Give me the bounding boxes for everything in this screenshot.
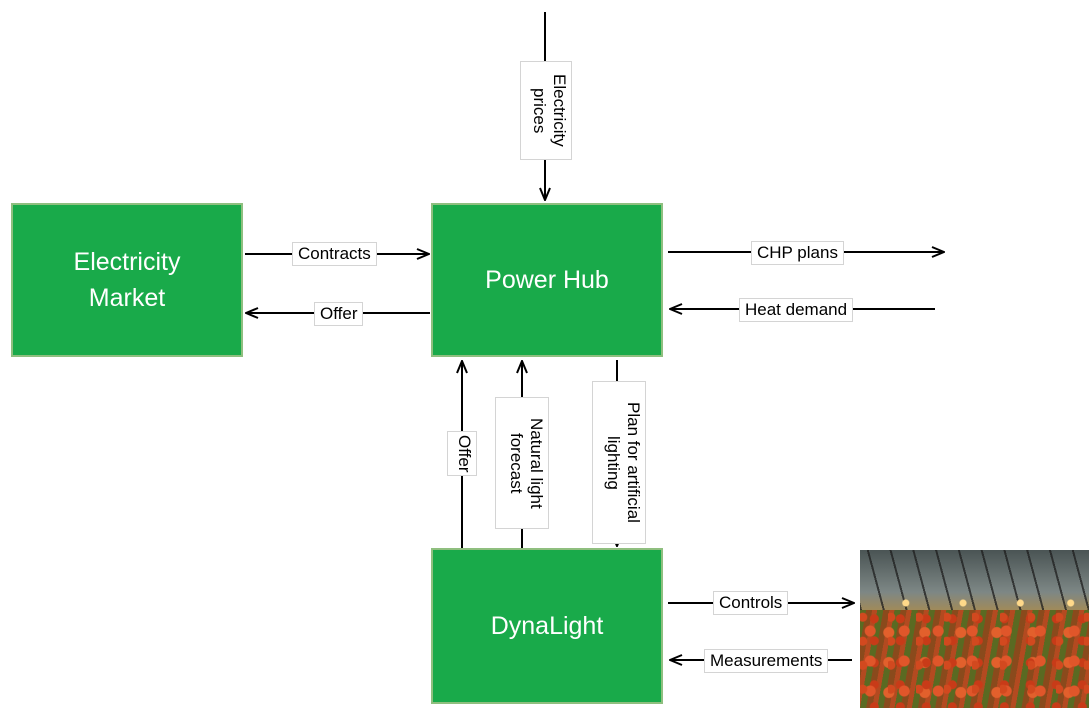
heat-demand-label: Heat demand bbox=[739, 298, 854, 322]
measurements-label: Measurements bbox=[704, 649, 829, 673]
plan-artificial-lighting-label: Plan for artificial lighting bbox=[592, 381, 646, 544]
dynalight-node: DynaLight bbox=[431, 548, 663, 704]
chp-plans-label: CHP plans bbox=[751, 241, 844, 265]
electricity-market-node: Electricity Market bbox=[11, 203, 243, 357]
electricity-market-label: Electricity Market bbox=[73, 248, 181, 312]
greenhouse-photo bbox=[860, 550, 1089, 708]
controls-label: Controls bbox=[713, 591, 789, 615]
offer-to-hub-label: Offer bbox=[447, 431, 477, 477]
natural-light-forecast-label: Natural light forecast bbox=[495, 397, 549, 529]
power-hub-node: Power Hub bbox=[431, 203, 663, 357]
power-hub-label: Power Hub bbox=[485, 266, 609, 294]
electricity-prices-label: Electricity prices bbox=[520, 61, 572, 160]
greenhouse-lights bbox=[860, 592, 1089, 614]
contracts-label: Contracts bbox=[292, 242, 377, 266]
greenhouse-plants bbox=[860, 610, 1089, 708]
offer-to-market-label: Offer bbox=[314, 302, 364, 326]
dynalight-label: DynaLight bbox=[490, 612, 604, 640]
